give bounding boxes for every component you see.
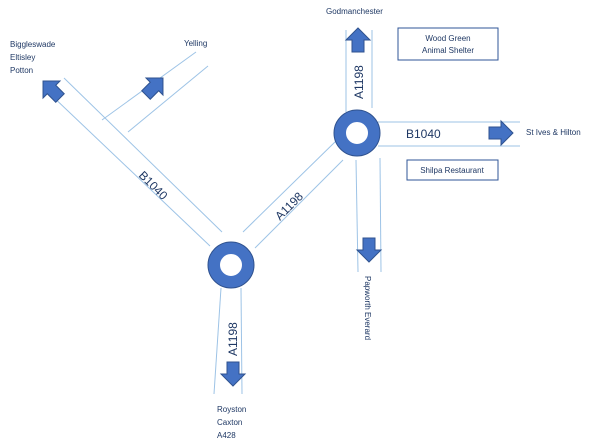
road-papworth-right bbox=[379, 157, 382, 273]
destination-royston: Royston bbox=[217, 405, 246, 414]
roundabout-north-east-edge bbox=[333, 109, 381, 157]
landmark-wood-green-line2: Animal Shelter bbox=[422, 46, 474, 55]
road-a1198-link-bottom bbox=[254, 159, 344, 249]
road-a1198-south-left bbox=[213, 287, 222, 395]
road-yelling-right bbox=[127, 65, 209, 133]
arrow-godmanchester-icon bbox=[345, 27, 371, 53]
destination-eltisley: Eltisley bbox=[10, 53, 35, 62]
arrow-yelling-icon bbox=[137, 69, 172, 104]
road-papworth-left bbox=[355, 159, 359, 273]
landmark-shilpa: Shilpa Restaurant bbox=[406, 159, 499, 181]
landmark-shilpa-label: Shilpa Restaurant bbox=[420, 166, 484, 175]
roundabout-south-west bbox=[208, 242, 254, 288]
road-b1040-diag-left bbox=[47, 91, 211, 247]
destination-st-ives-hilton: St Ives & Hilton bbox=[526, 128, 581, 137]
roundabout-north-east bbox=[334, 110, 380, 156]
arrow-papworth-icon bbox=[356, 237, 382, 263]
landmark-wood-green-box bbox=[397, 27, 499, 61]
arrow-west-icon bbox=[34, 72, 69, 107]
road-label-a1198-south: A1198 bbox=[226, 322, 240, 356]
destination-biggleswade: Biggleswade bbox=[10, 40, 56, 49]
landmark-wood-green: Wood Green Animal Shelter bbox=[397, 27, 499, 61]
destination-papworth-everard: Papworth Everard bbox=[363, 276, 372, 340]
destination-potton: Potton bbox=[10, 66, 33, 75]
destination-a428: A428 bbox=[217, 431, 236, 440]
roundabout-icon bbox=[207, 109, 381, 289]
landmark-wood-green-line1: Wood Green bbox=[425, 34, 470, 43]
road-a1198-link-top bbox=[242, 139, 338, 233]
destination-yelling: Yelling bbox=[184, 39, 207, 48]
destination-caxton: Caxton bbox=[217, 418, 242, 427]
road-label-a1198-link: A1198 bbox=[272, 189, 306, 223]
destination-godmanchester: Godmanchester bbox=[326, 7, 383, 16]
road-label-a1198-north: A1198 bbox=[352, 65, 366, 99]
landmark-shilpa-box bbox=[406, 159, 499, 181]
roundabout-south-west-edge bbox=[207, 241, 255, 289]
road-label-b1040-diag: B1040 bbox=[136, 168, 171, 203]
road-b1040-diag-right bbox=[63, 77, 223, 233]
arrow-east-icon bbox=[488, 120, 514, 146]
road-label-b1040-east: B1040 bbox=[406, 127, 441, 141]
